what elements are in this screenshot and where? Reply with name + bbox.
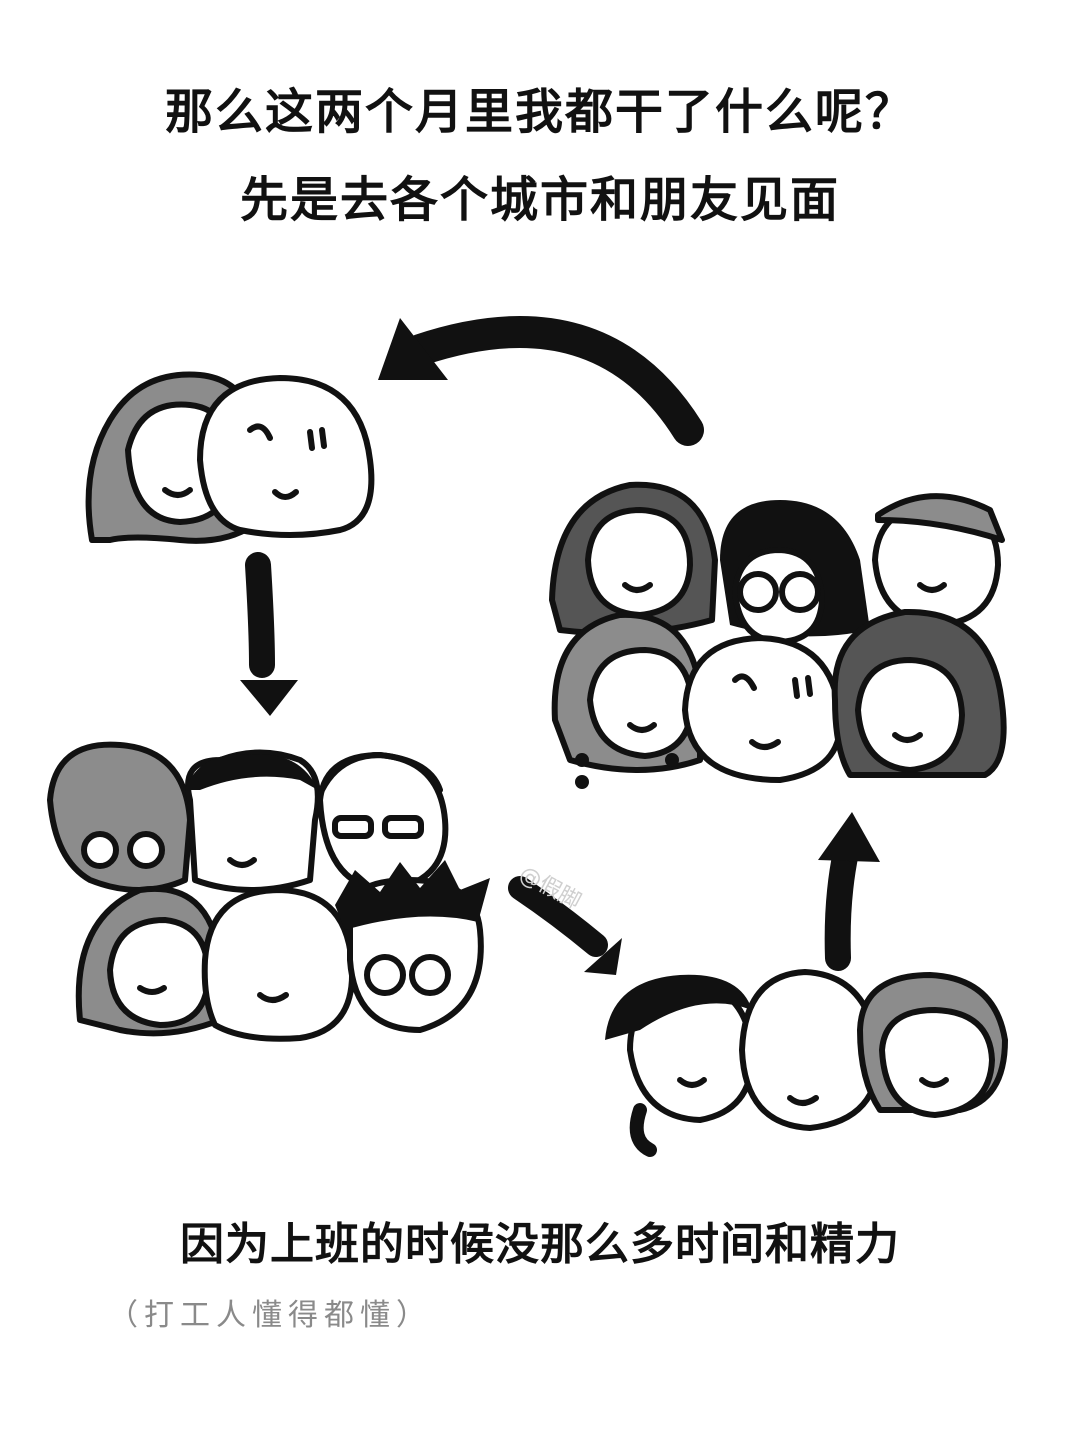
arrow-top [378, 316, 704, 446]
arrow-left-down [240, 552, 298, 716]
friend-group-seven [549, 481, 1007, 789]
friend-group-pair [85, 371, 375, 544]
friend-group-six [47, 741, 490, 1042]
caption-sub: （打工人懂得都懂） [108, 1298, 432, 1333]
headline-line-1: 那么这两个月里我都干了什么呢？ [164, 84, 915, 140]
friend-group-trio [605, 969, 1008, 1157]
headline-line-2: 先是去各个城市和朋友见面 [239, 172, 840, 228]
arrow-right-up [818, 812, 880, 971]
caption-main: 因为上班的时候没那么多时间和精力 [180, 1219, 900, 1270]
arrow-middle [508, 876, 622, 975]
